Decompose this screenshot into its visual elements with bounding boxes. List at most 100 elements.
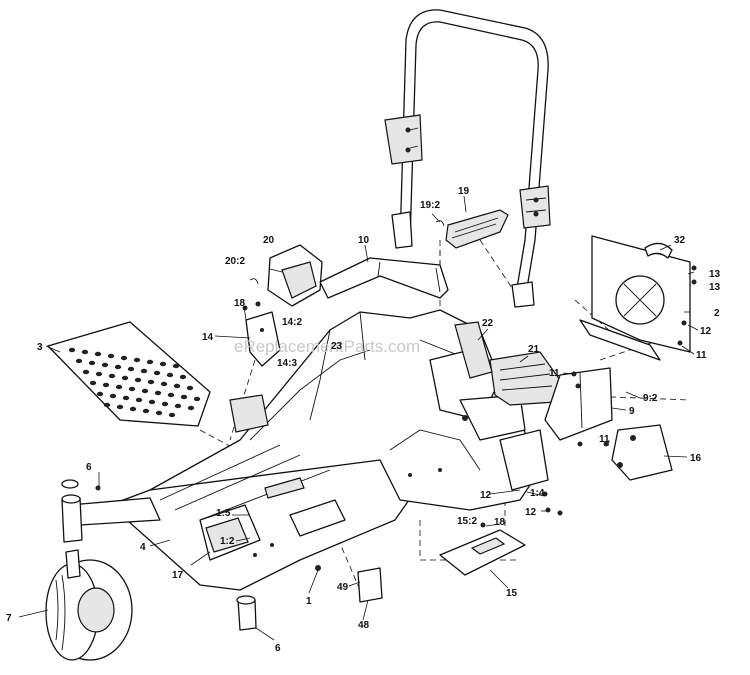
leader-lines [18, 195, 699, 641]
plate-hole [167, 392, 175, 398]
plate-holes [68, 347, 201, 418]
callout-19-2: 19:2 [420, 200, 440, 211]
callout-19: 19 [458, 186, 470, 197]
plate-hole [116, 404, 124, 410]
callout-48: 48 [358, 620, 370, 631]
plate-hole [107, 353, 115, 359]
plate-hole [114, 364, 122, 370]
callout-9: 9 [629, 406, 635, 417]
plate-hole [108, 373, 116, 379]
part-48-bracket [357, 567, 383, 603]
callout-14-3: 14:3 [277, 358, 297, 369]
part-14-bracket [245, 311, 281, 367]
watermark: eReplacementParts.com [234, 337, 420, 356]
plate-hole [134, 377, 142, 383]
callout-15: 15 [506, 588, 518, 599]
plate-hole [155, 410, 163, 416]
callout-7: 7 [6, 613, 12, 624]
chassis-frame [109, 309, 549, 591]
callout-20-2: 20:2 [225, 256, 245, 267]
plate-hole [179, 374, 187, 380]
plate-hole [96, 391, 104, 397]
plate-hole [154, 390, 162, 396]
callout-1: 1 [306, 596, 312, 607]
callout-1-2: 1:2 [220, 536, 235, 547]
plate-hole [173, 383, 181, 389]
plate-hole [135, 397, 143, 403]
part-15-plate [439, 529, 526, 576]
callout-22: 22 [482, 318, 494, 329]
plate-hole [82, 369, 90, 375]
callout-1-4: 1:4 [530, 488, 545, 499]
plate-hole [160, 381, 168, 387]
callout-23: 23 [331, 341, 343, 352]
plate-hole [159, 361, 167, 367]
plate-hole [142, 408, 150, 414]
callout-11-low: 11 [599, 434, 610, 445]
plate-hole [147, 379, 155, 385]
callout-1-5: 1:5 [216, 508, 231, 519]
plate-hole [146, 359, 154, 365]
callout-9-2: 9:2 [643, 393, 658, 404]
plate-hole [133, 357, 141, 363]
plate-hole [120, 355, 128, 361]
part-20-bracket [249, 244, 323, 307]
callout-20: 20 [263, 235, 275, 246]
plate-hole [148, 399, 156, 405]
part-2-rear-panel [579, 235, 691, 361]
plate-hole [161, 401, 169, 407]
plate-hole [95, 371, 103, 377]
callout-12-low: 12 [525, 507, 537, 518]
callout-11-right: 11 [696, 350, 707, 361]
callout-13-a: 13 [709, 269, 721, 280]
part-32 [644, 242, 673, 259]
plate-hole [186, 385, 194, 391]
callout-14-2: 14:2 [282, 317, 302, 328]
callout-11-mid: 11 [549, 368, 560, 379]
callout-14: 14 [202, 332, 214, 343]
plate-hole [68, 347, 76, 353]
plate-hole [128, 386, 136, 392]
caster-wheel [45, 549, 133, 661]
callout-18-right: 18 [494, 517, 506, 528]
callout-15-2: 15:2 [457, 516, 477, 527]
plate-hole [193, 396, 201, 402]
callout-labels: 3 6 4 17 7 1:5 1:2 1 6 14 18 14:2 14:3 2… [6, 186, 721, 654]
plate-hole [109, 393, 117, 399]
plate-hole [121, 375, 129, 381]
plate-hole [141, 388, 149, 394]
callout-4: 4 [140, 542, 146, 553]
plate-hole [153, 370, 161, 376]
callout-3: 3 [37, 342, 43, 353]
plate-hole [187, 405, 195, 411]
part-16-plate [611, 424, 673, 481]
part-19-bracket [435, 209, 509, 249]
roll-bar [384, 9, 551, 308]
callout-21: 21 [528, 344, 540, 355]
plate-hole [102, 382, 110, 388]
plate-hole [89, 380, 97, 386]
plate-hole [168, 412, 176, 418]
plate-hole [174, 403, 182, 409]
plate-hole [94, 351, 102, 357]
plate-hole [129, 406, 137, 412]
plate-hole [81, 349, 89, 355]
lower-pad [236, 595, 257, 631]
callout-6-lower: 6 [275, 643, 281, 654]
caster-arm [61, 479, 161, 543]
plate-hole [101, 362, 109, 368]
callout-2: 2 [714, 308, 720, 319]
callout-12-top: 12 [700, 326, 712, 337]
part-22-shield [454, 321, 493, 379]
plate-hole [180, 394, 188, 400]
callout-32: 32 [674, 235, 686, 246]
plate-hole [122, 395, 130, 401]
callout-49: 49 [337, 582, 349, 593]
part-3-plate [47, 321, 211, 427]
callout-18-left: 18 [234, 298, 246, 309]
callout-12-mid: 12 [480, 490, 492, 501]
part-9-bracket [544, 367, 613, 441]
plate-hole [140, 368, 148, 374]
plate-hole [166, 372, 174, 378]
plate-hole [75, 358, 83, 364]
